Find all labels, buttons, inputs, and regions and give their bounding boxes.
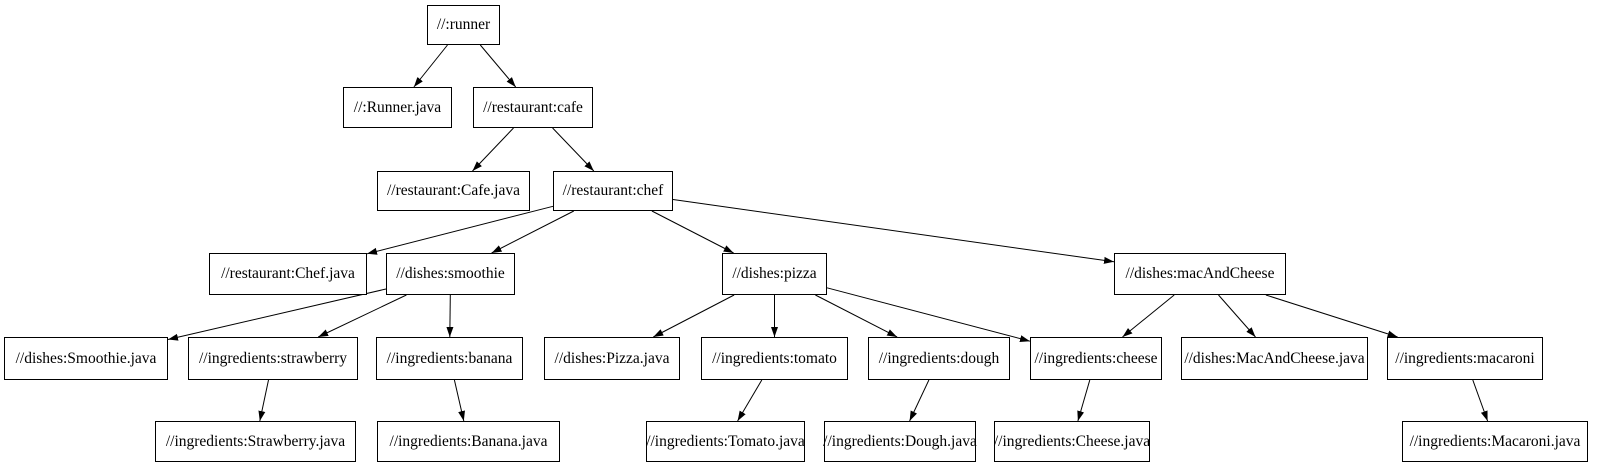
node-runner-java: //:Runner.java xyxy=(343,87,452,128)
node-macandcheese: //dishes:macAndCheese xyxy=(1114,253,1286,295)
edge-macandcheese-to-macandcheese-java xyxy=(1218,294,1256,338)
node-runner: //:runner xyxy=(427,5,500,45)
node-strawberry: //ingredients:strawberry xyxy=(188,337,358,380)
edge-smoothie-to-banana xyxy=(446,294,454,338)
edge-cafe-to-cafe-java xyxy=(472,127,514,172)
edge-chef-to-chef-java xyxy=(366,205,554,255)
edge-pizza-to-pizza-java xyxy=(653,294,735,338)
node-macaroni: //ingredients:macaroni xyxy=(1387,337,1543,380)
edge-smoothie-to-strawberry xyxy=(317,294,407,338)
edge-chef-to-pizza xyxy=(651,210,734,254)
edge-cafe-to-chef xyxy=(552,127,595,172)
node-cafe-java: //restaurant:Cafe.java xyxy=(377,171,530,211)
edge-macandcheese-to-cheese xyxy=(1122,294,1175,338)
node-macaroni-java: //ingredients:Macaroni.java xyxy=(1402,421,1588,462)
edge-runner-to-runner-java xyxy=(413,44,448,88)
edge-chef-to-smoothie xyxy=(491,210,575,254)
node-chef-java: //restaurant:Chef.java xyxy=(209,253,367,295)
node-pizza: //dishes:pizza xyxy=(722,253,827,295)
edge-cheese-to-cheese-java xyxy=(1077,379,1091,422)
node-chef: //restaurant:chef xyxy=(553,171,673,211)
node-smoothie: //dishes:smoothie xyxy=(386,253,515,295)
node-cheese-java: //ingredients:Cheese.java xyxy=(994,421,1150,462)
edge-runner-to-cafe xyxy=(479,44,517,88)
edge-macaroni-to-macaroni-java xyxy=(1472,379,1489,422)
node-macandcheese-java: //dishes:MacAndCheese.java xyxy=(1181,337,1368,380)
node-dough-java: //ingredients:Dough.java xyxy=(823,421,977,462)
node-cafe: //restaurant:cafe xyxy=(473,87,593,128)
node-banana-java: //ingredients:Banana.java xyxy=(377,421,560,462)
edge-pizza-to-cheese xyxy=(826,287,1031,343)
node-dough: //ingredients:dough xyxy=(868,337,1010,380)
edge-strawberry-to-strawberry-java xyxy=(258,379,269,422)
node-tomato-java: //ingredients:Tomato.java xyxy=(646,421,805,462)
node-tomato: //ingredients:tomato xyxy=(701,337,848,380)
node-smoothie-java: //dishes:Smoothie.java xyxy=(4,337,168,380)
edge-macandcheese-to-macaroni xyxy=(1265,294,1398,338)
node-banana: //ingredients:banana xyxy=(376,337,523,380)
edge-banana-to-banana-java xyxy=(453,379,465,422)
edge-pizza-to-dough xyxy=(815,294,898,338)
node-strawberry-java: //ingredients:Strawberry.java xyxy=(155,421,356,462)
edge-smoothie-to-smoothie-java xyxy=(167,288,387,341)
node-pizza-java: //dishes:Pizza.java xyxy=(544,337,680,380)
edge-tomato-to-tomato-java xyxy=(737,379,763,422)
node-cheese: //ingredients:cheese xyxy=(1030,337,1162,380)
edge-dough-to-dough-java xyxy=(909,379,930,422)
